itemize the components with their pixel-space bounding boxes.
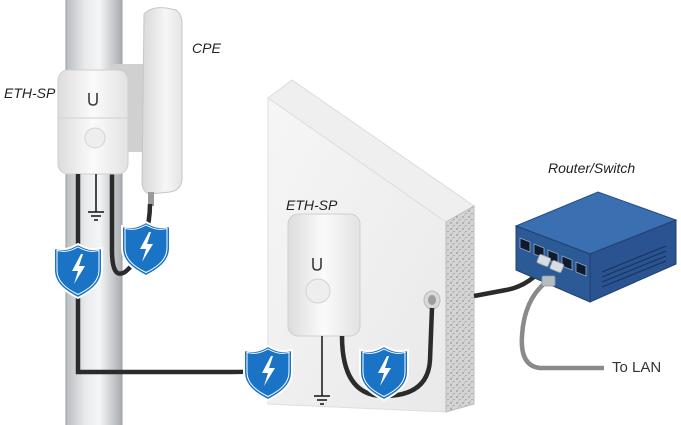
ubiquiti-u-logo-icon xyxy=(312,258,322,271)
ubiquiti-u-logo-icon xyxy=(88,93,98,106)
router-switch-device xyxy=(514,191,678,303)
vent-grille xyxy=(601,245,667,288)
lan-cable xyxy=(519,280,604,371)
ground-icon xyxy=(87,174,105,221)
to-lan-label: To LAN xyxy=(612,359,662,376)
eth-sp-wall-label: ETH-SP xyxy=(286,197,338,213)
wall-eth-sp-unit xyxy=(287,213,361,337)
pole-eth-sp-unit xyxy=(57,69,129,175)
rj45-plugs xyxy=(536,254,565,287)
ground-icon xyxy=(313,336,331,405)
router-switch-label: Router/Switch xyxy=(548,160,636,176)
eth-sp-pole-label: ETH-SP xyxy=(4,85,56,101)
cpe-label: CPE xyxy=(192,40,221,56)
